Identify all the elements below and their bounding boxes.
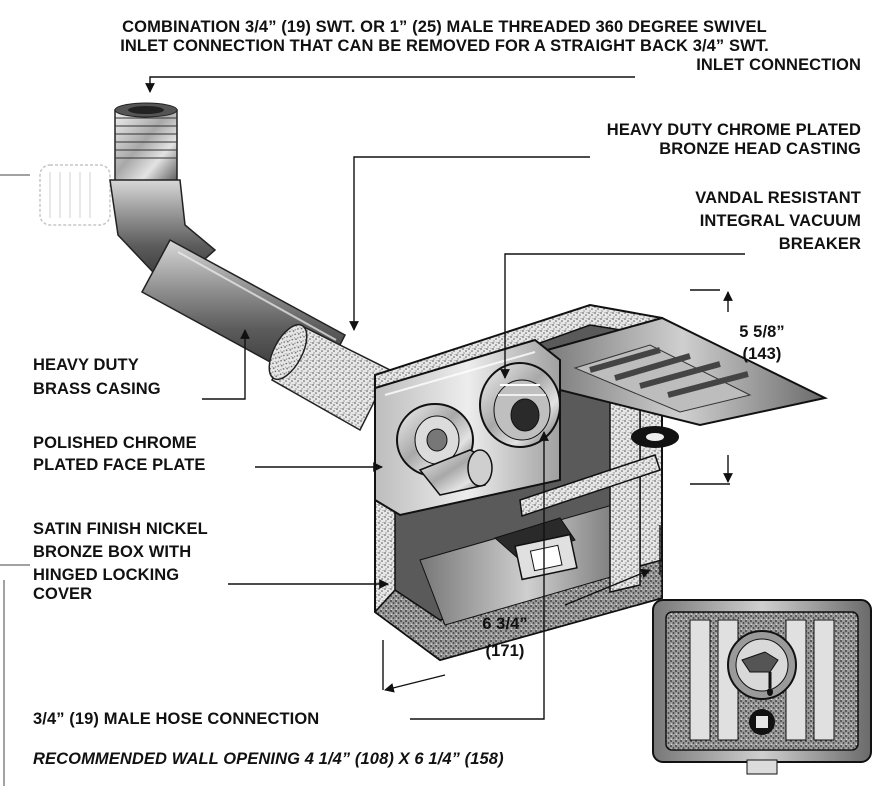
closed-cover-inset xyxy=(652,599,872,775)
depth-dimension-imperial: 5 5/8” xyxy=(739,323,785,341)
bronze-box-label: SATIN FINISH NICKEL BRONZE BOX WITH HING… xyxy=(33,520,208,604)
vacuum-breaker-line-2: INTEGRAL VACUUM xyxy=(699,212,861,230)
wall-opening-text: RECOMMENDED WALL OPENING 4 1/4” (108) X … xyxy=(33,750,504,768)
inlet-connection-line-3: INLET CONNECTION xyxy=(696,56,861,74)
straight-back-inlet-ghost xyxy=(39,164,111,226)
dimension-width xyxy=(382,525,661,693)
face-plate-line-2: PLATED FACE PLATE xyxy=(33,456,206,474)
hose-connection-label: 3/4” (19) MALE HOSE CONNECTION xyxy=(33,710,319,729)
brass-casing-pipe xyxy=(140,238,392,432)
hinged-cover xyxy=(519,316,829,518)
inlet-connection-line-2: INLET CONNECTION THAT CAN BE REMOVED FOR… xyxy=(120,37,769,55)
width-dimension-label: 6 3/4” (171) xyxy=(460,615,550,661)
brass-casing-line-2: BRASS CASING xyxy=(33,380,161,398)
depth-dimension-label: 5 5/8” (143) xyxy=(722,323,802,364)
brass-casing-label: HEAVY DUTY BRASS CASING xyxy=(33,356,161,399)
inlet-connection-label: COMBINATION 3/4” (19) SWT. OR 1” (25) MA… xyxy=(28,18,861,75)
depth-dimension-metric: (143) xyxy=(742,345,782,363)
vacuum-breaker-line-3: BREAKER xyxy=(778,235,861,253)
inlet-connection-line-1: COMBINATION 3/4” (19) SWT. OR 1” (25) MA… xyxy=(122,18,767,36)
bronze-box-line-4: COVER xyxy=(33,585,93,603)
vacuum-breaker-label: VANDAL RESISTANT INTEGRAL VACUUM BREAKER xyxy=(610,189,861,254)
dimension-depth xyxy=(690,289,733,485)
brass-casing-line-1: HEAVY DUTY xyxy=(33,356,139,374)
head-casting-line-1: HEAVY DUTY CHROME PLATED xyxy=(606,121,861,139)
wall-opening-note: RECOMMENDED WALL OPENING 4 1/4” (108) X … xyxy=(33,750,504,769)
width-dimension-metric: (171) xyxy=(485,642,525,660)
head-casting xyxy=(396,403,493,496)
width-dimension-imperial: 6 3/4” xyxy=(482,615,528,633)
head-casting-line-2: BRONZE HEAD CASTING xyxy=(659,140,861,158)
hose-connection-text: 3/4” (19) MALE HOSE CONNECTION xyxy=(33,710,320,728)
leader-lines xyxy=(145,76,745,720)
vacuum-breaker-line-1: VANDAL RESISTANT xyxy=(695,189,861,207)
bronze-box-line-2: BRONZE BOX WITH xyxy=(33,543,192,561)
bronze-box-line-1: SATIN FINISH NICKEL xyxy=(33,520,208,538)
head-casting-label: HEAVY DUTY CHROME PLATED BRONZE HEAD CAS… xyxy=(520,121,861,159)
face-plate-line-1: POLISHED CHROME xyxy=(33,434,197,452)
vacuum-breaker xyxy=(479,362,561,448)
bronze-box-line-3: HINGED LOCKING xyxy=(33,566,180,584)
face-plate-label: POLISHED CHROME PLATED FACE PLATE xyxy=(33,434,206,475)
